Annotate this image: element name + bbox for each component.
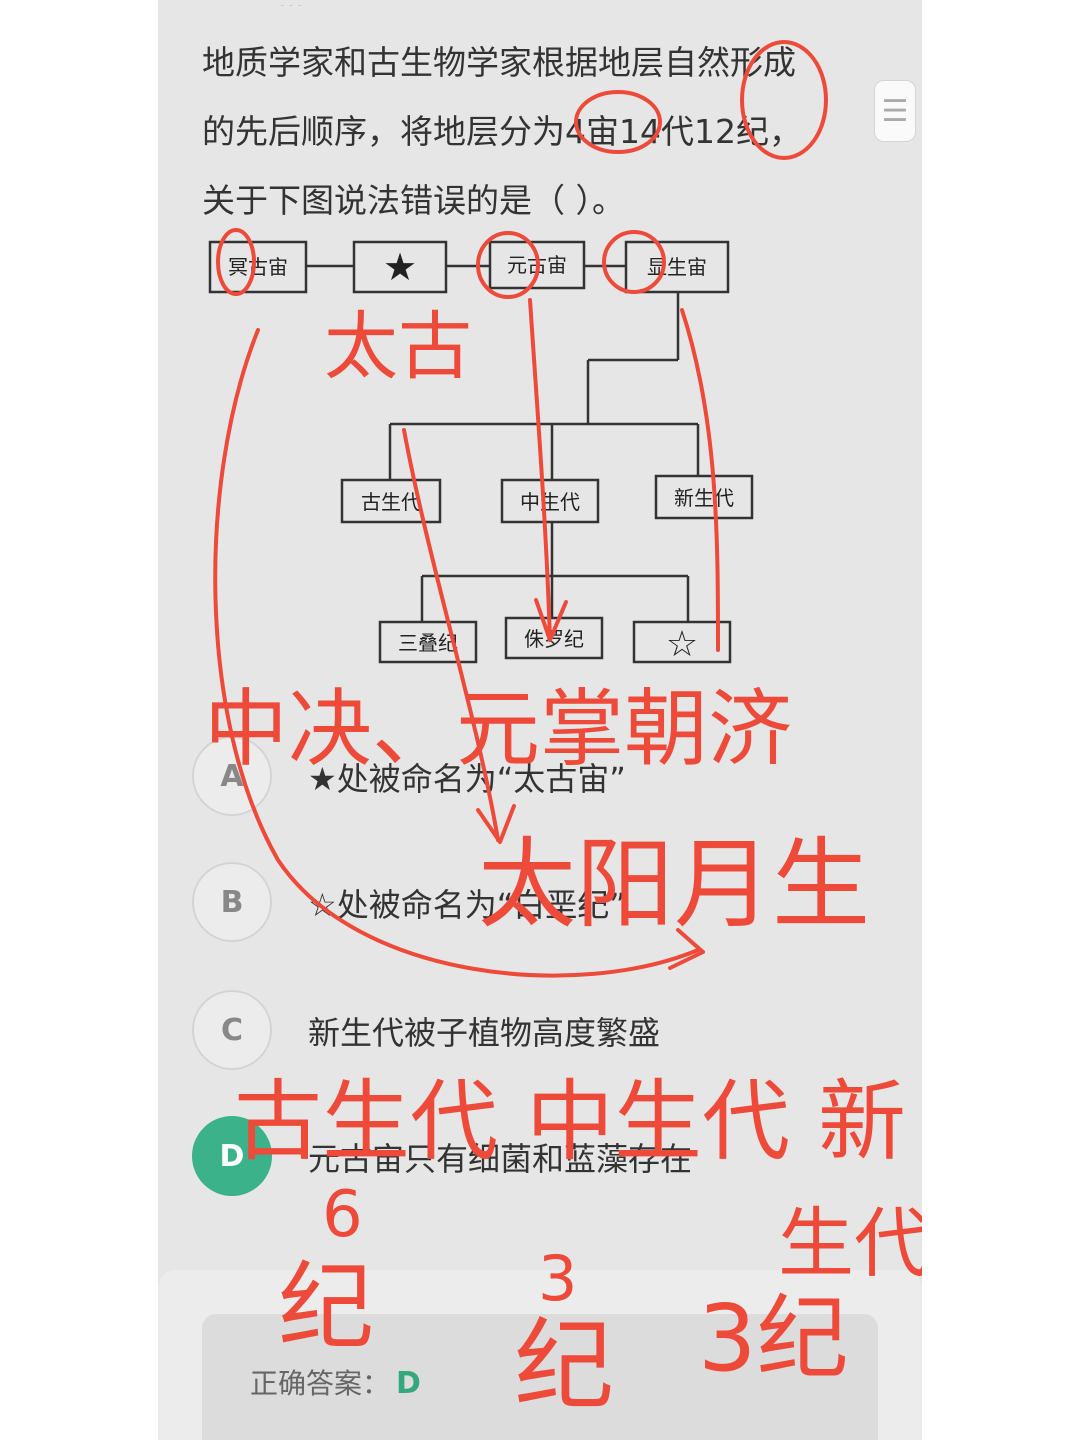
eon-label-proterozoic: 元古宙: [507, 253, 567, 277]
question-text: 地质学家和古生物学家根据地层自然形成 的先后顺序，将地层分为4宙14代12纪， …: [202, 28, 862, 235]
period-label-triassic: 三叠纪: [398, 631, 458, 655]
option-a-badge[interactable]: A: [192, 736, 272, 816]
option-d[interactable]: D 元古宙只有细菌和蓝藻存在: [192, 1116, 892, 1206]
answer-card: 正确答案：D: [158, 1270, 922, 1440]
geologic-time-diagram: 冥古宙 ★ 元古宙 显生宙 古生代 中生代 新生代 三叠纪 侏罗纪 ☆: [208, 240, 754, 665]
period-label-jurassic: 侏罗纪: [524, 627, 584, 651]
option-b-text: ☆处被命名为“白垩纪”: [308, 886, 626, 924]
era-label-cenozoic: 新生代: [674, 486, 734, 510]
eon-label-hadean: 冥古宙: [228, 255, 288, 279]
answer-panel: 正确答案：D: [202, 1314, 878, 1440]
question-line-1: 地质学家和古生物学家根据地层自然形成: [202, 43, 796, 82]
era-label-paleozoic: 古生代: [361, 490, 421, 514]
answer-value: D: [396, 1366, 421, 1401]
period-label-hollow-star: ☆: [666, 624, 698, 665]
option-b[interactable]: B ☆处被命名为“白垩纪”: [192, 862, 892, 952]
option-d-text: 元古宙只有细菌和蓝藻存在: [308, 1140, 693, 1178]
option-a-text: ★处被命名为“太古宙”: [308, 760, 626, 798]
option-c-badge[interactable]: C: [192, 990, 272, 1070]
quiz-screen: … 地质学家和古生物学家根据地层自然形成 的先后顺序，将地层分为4宙14代12纪…: [158, 0, 922, 1440]
question-line-2: 的先后顺序，将地层分为4宙14代12纪，: [202, 112, 802, 151]
previous-text-fragment: …: [278, 0, 798, 6]
option-d-badge-selected[interactable]: D: [192, 1116, 272, 1196]
option-a[interactable]: A ★处被命名为“太古宙”: [192, 736, 892, 826]
eon-label-phanerozoic: 显生宙: [647, 255, 707, 279]
option-b-badge[interactable]: B: [192, 862, 272, 942]
menu-icon: ☰: [881, 93, 909, 129]
question-line-3: 关于下图说法错误的是（ ）。: [202, 181, 625, 220]
option-c[interactable]: C 新生代被子植物高度繁盛: [192, 990, 892, 1080]
answer-label-text: 正确答案：: [250, 1367, 391, 1400]
answer-label: 正确答案：D: [250, 1362, 421, 1402]
option-c-text: 新生代被子植物高度繁盛: [308, 1014, 661, 1052]
eon-label-star: ★: [383, 245, 417, 289]
era-label-mesozoic: 中生代: [520, 490, 580, 514]
menu-toggle-button[interactable]: ☰: [874, 80, 916, 142]
